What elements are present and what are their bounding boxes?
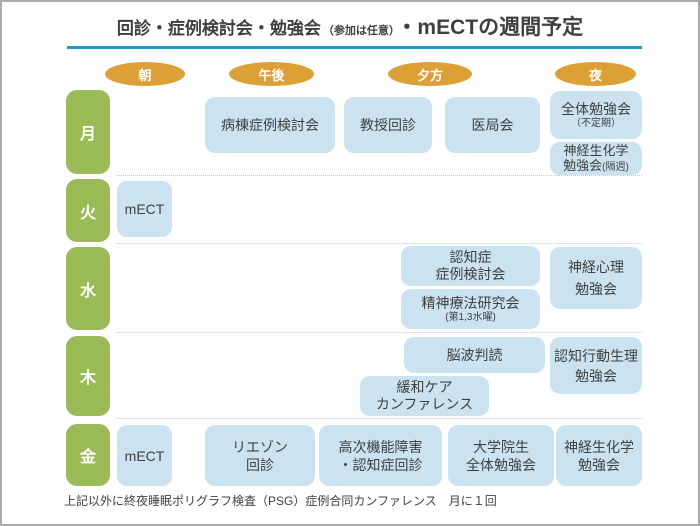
event-card-line: 神経心理 bbox=[568, 256, 624, 278]
column-header-gogo: 午後 bbox=[229, 62, 314, 86]
event-label: カンファレンス bbox=[375, 396, 474, 412]
day-label-wed: 水 bbox=[66, 247, 110, 330]
event-card-line: 病棟症例検討会 bbox=[221, 116, 319, 134]
title-main: 回診・症例検討会・勉強会 bbox=[116, 19, 321, 38]
event-card-line: 全体勉強会 bbox=[561, 101, 631, 117]
event-card-line: 症例検討会 bbox=[436, 266, 506, 283]
event-card-mon-ikyoku: 医局会 bbox=[445, 97, 540, 153]
event-card-tue-mect: mECT bbox=[117, 181, 172, 237]
event-card-line: 医局会 bbox=[472, 116, 514, 134]
event-card-line: (第1,3水曜) bbox=[445, 311, 496, 324]
event-card-line: 精神療法研究会 bbox=[422, 295, 520, 311]
page-title: 回診・症例検討会・勉強会（参加は任意）・mECTの週間予定 bbox=[2, 11, 698, 41]
footer-note: 上記以外に終夜睡眠ポリグラフ検査（PSG）症例合同カンファレンス 月に１回 bbox=[64, 494, 497, 508]
event-label: リエゾン bbox=[232, 438, 288, 455]
event-card-line: ・認知症回診 bbox=[339, 456, 423, 474]
event-label: 神経生化学 bbox=[564, 438, 634, 455]
title-underline bbox=[67, 46, 642, 49]
event-label: ・認知症回診 bbox=[338, 456, 423, 473]
day-label-tue: 火 bbox=[66, 179, 110, 242]
event-card-line: 勉強会 bbox=[575, 278, 617, 300]
column-header-yoru: 夜 bbox=[555, 62, 636, 86]
event-card-line: 高次機能障害 bbox=[339, 438, 423, 456]
event-card-fri-mect: mECT bbox=[117, 425, 172, 486]
event-card-line: 認知症 bbox=[450, 249, 492, 266]
title-note: （参加は任意） bbox=[322, 25, 395, 37]
event-card-line: mECT bbox=[125, 200, 165, 218]
event-card-thu-kanwa: 緩和ケアカンファレンス bbox=[360, 376, 489, 416]
event-card-mon-shinkei: 神経生化学勉強会(隔週) bbox=[550, 142, 642, 175]
event-card-wed-seishin: 精神療法研究会(第1,3水曜) bbox=[401, 289, 540, 329]
event-label: 全体勉強会 bbox=[466, 456, 536, 473]
event-label: 大学院生 bbox=[473, 438, 529, 455]
event-card-line: 神経生化学 bbox=[564, 438, 634, 456]
title-mect: ・mECTの週間予定 bbox=[396, 16, 584, 39]
row-separator bbox=[117, 418, 642, 419]
row-separator bbox=[117, 243, 642, 244]
event-label: 勉強会 bbox=[578, 456, 620, 473]
event-label: 認知症 bbox=[449, 249, 492, 265]
event-card-wed-ninchisho: 認知症症例検討会 bbox=[401, 246, 540, 286]
event-card-fri-riezon: リエゾン回診 bbox=[205, 425, 315, 486]
event-card-line: リエゾン bbox=[232, 438, 288, 456]
event-label: 病棟症例検討会 bbox=[221, 117, 319, 133]
column-header-asa: 朝 bbox=[105, 62, 185, 86]
event-card-line: 勉強会 bbox=[575, 366, 617, 386]
event-label: 全体勉強会 bbox=[561, 100, 631, 117]
event-card-fri-daigakuin: 大学院生全体勉強会 bbox=[448, 425, 554, 486]
event-label: 高次機能障害 bbox=[338, 438, 423, 455]
event-card-thu-noha: 脳波判読 bbox=[404, 337, 545, 373]
event-card-wed-shinri: 神経心理勉強会 bbox=[550, 247, 642, 309]
row-separator bbox=[117, 175, 642, 176]
event-label: 神経生化学 bbox=[563, 142, 629, 158]
event-card-line: 緩和ケア bbox=[397, 379, 453, 396]
event-label-suffix: (隔週) bbox=[602, 161, 629, 173]
event-card-line: 神経生化学 bbox=[563, 143, 628, 158]
day-label-fri: 金 bbox=[66, 424, 110, 486]
event-label: 勉強会 bbox=[563, 157, 603, 173]
event-card-line: mECT bbox=[125, 447, 165, 465]
event-label: 認知行動生理 bbox=[554, 347, 638, 364]
event-label: 緩和ケア bbox=[396, 379, 453, 395]
event-label: 症例検討会 bbox=[435, 266, 506, 282]
event-card-line: カンファレンス bbox=[376, 396, 473, 413]
event-card-line: 勉強会(隔週) bbox=[563, 158, 629, 175]
event-card-line: （不定期） bbox=[571, 117, 621, 130]
event-card-fri-seikagaku: 神経生化学勉強会 bbox=[556, 425, 642, 486]
event-label: mECT bbox=[124, 447, 165, 464]
column-header-yugata: 夕方 bbox=[388, 62, 472, 86]
event-label: mECT bbox=[124, 201, 165, 217]
event-card-line: 勉強会 bbox=[578, 456, 620, 474]
day-label-mon: 月 bbox=[66, 90, 110, 174]
event-card-thu-ninchi: 認知行動生理勉強会 bbox=[550, 337, 642, 394]
event-card-line: 全体勉強会 bbox=[466, 456, 536, 474]
event-card-line: 脳波判読 bbox=[447, 346, 503, 364]
event-card-mon-byoto: 病棟症例検討会 bbox=[205, 97, 335, 153]
event-label: 勉強会 bbox=[575, 281, 617, 297]
event-label: 回診 bbox=[246, 456, 274, 473]
event-card-line: 認知行動生理 bbox=[554, 346, 638, 366]
event-label: 医局会 bbox=[471, 117, 514, 133]
event-card-line: 教授回診 bbox=[360, 116, 416, 134]
event-label: （不定期） bbox=[571, 117, 621, 129]
event-label: 勉強会 bbox=[575, 367, 617, 384]
event-card-line: 大学院生 bbox=[473, 438, 529, 456]
event-card-mon-kyoju: 教授回診 bbox=[344, 97, 432, 153]
row-separator bbox=[117, 332, 642, 333]
day-label-thu: 木 bbox=[66, 336, 110, 416]
event-label: 脳波判読 bbox=[446, 347, 503, 363]
event-label: 教授回診 bbox=[360, 117, 416, 133]
event-card-fri-koji: 高次機能障害・認知症回診 bbox=[319, 425, 442, 486]
event-card-mon-zentai: 全体勉強会（不定期） bbox=[550, 91, 642, 139]
event-label: 精神療法研究会 bbox=[421, 294, 520, 311]
event-label: 神経心理 bbox=[568, 259, 624, 275]
event-label: (第1,3水曜) bbox=[445, 311, 496, 323]
event-card-line: 回診 bbox=[246, 456, 274, 474]
